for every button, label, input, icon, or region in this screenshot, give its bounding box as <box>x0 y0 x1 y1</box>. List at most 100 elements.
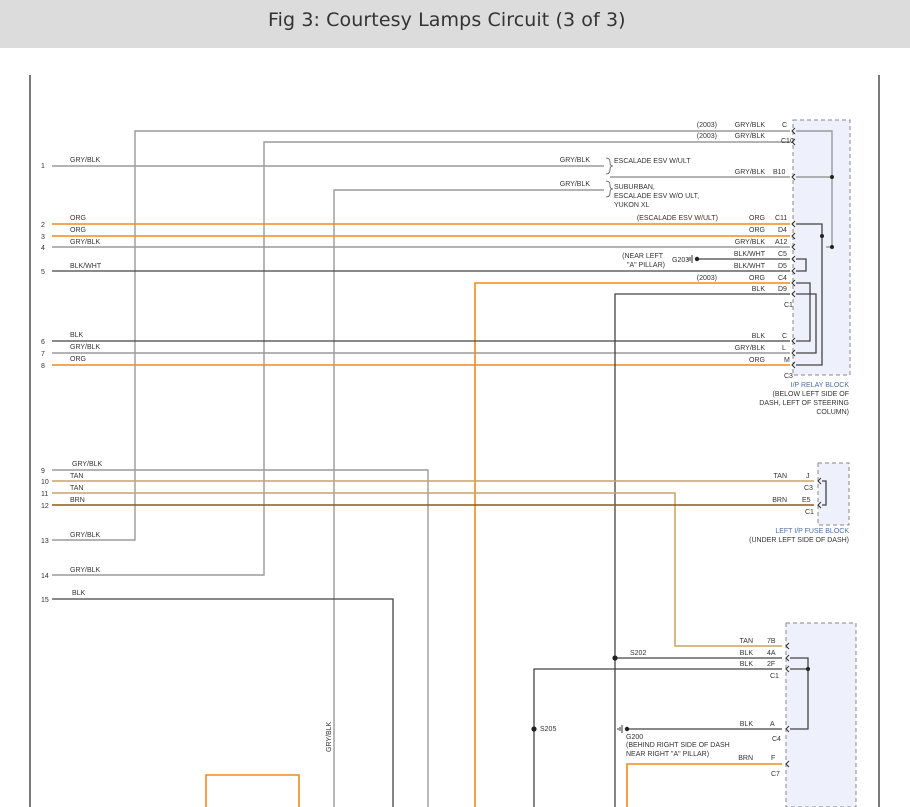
option-label: (2003) <box>697 275 717 282</box>
cavity-label: C <box>782 333 787 340</box>
wire-label: BLK/WHT <box>70 263 102 270</box>
bottom-internal-1 <box>790 657 809 730</box>
orange-bottom-left <box>205 774 300 807</box>
cavity-label: C3 <box>804 485 813 492</box>
pin-number: 2 <box>41 222 45 229</box>
cavity-label: C5 <box>778 251 787 258</box>
wire-label: BLK <box>752 286 766 293</box>
wire-label: TAN <box>740 638 753 645</box>
wire-label: ORG <box>70 227 86 234</box>
figure-title: Fig 3: Courtesy Lamps Circuit (3 of 3) <box>268 9 626 31</box>
cavity-label: C3 <box>784 373 793 380</box>
wire-label: GRY/BLK <box>735 122 766 129</box>
orange-wires <box>52 223 790 807</box>
cavity-label: D9 <box>778 286 787 293</box>
wire-9 <box>52 469 429 807</box>
cavity-label: C4 <box>778 275 787 282</box>
pin-number: 14 <box>41 573 49 580</box>
wire-label: GRY/BLK <box>560 181 591 188</box>
fuse-block-connector <box>817 462 850 526</box>
pin-number: 12 <box>41 503 49 510</box>
wire-label: GRY/BLK <box>326 721 333 752</box>
relay-internal-1 <box>796 223 823 366</box>
gry-internal-1 <box>796 130 833 248</box>
tan-wires <box>52 480 814 647</box>
pin-number: 3 <box>41 234 45 241</box>
wire-label: GRY/BLK <box>70 532 101 539</box>
dark-wires <box>52 223 827 807</box>
wire-label: BRN <box>70 497 85 504</box>
note-behind-dash: (BEHIND RIGHT SIDE OF DASH <box>626 742 730 749</box>
cavity-label: L <box>782 345 786 352</box>
wire-14 <box>52 141 790 576</box>
note-near-right-pillar: NEAR RIGHT "A" PILLAR) <box>626 751 709 758</box>
note-suburban: SUBURBAN, <box>614 184 655 191</box>
g200-dot <box>624 726 630 732</box>
wire-label: BLK <box>72 590 86 597</box>
cavity-labels: C C10 B10 C11 D4 A12 C5 D5 C4 D9 C1 C L … <box>767 122 814 778</box>
wire-s205 <box>533 668 782 807</box>
cavity-label: 4A <box>767 650 776 657</box>
wire-label: TAN <box>774 473 787 480</box>
wire-label: BLK/WHT <box>734 263 766 270</box>
gray-wires <box>52 130 833 807</box>
cavity-label: F <box>771 755 775 762</box>
cavity-label: 7B <box>767 638 776 645</box>
junction-dots <box>531 175 834 732</box>
pin-chevrons <box>785 127 822 768</box>
pin-number: 13 <box>41 538 49 545</box>
wire-15 <box>52 598 394 807</box>
pin-number: 9 <box>41 468 45 475</box>
wire-label: BLK <box>740 661 754 668</box>
ground-symbols <box>617 255 693 733</box>
cavity-label: A <box>770 721 775 728</box>
relay-block-title: I/P RELAY BLOCK <box>791 382 850 389</box>
pin-number: 8 <box>41 363 45 370</box>
fuse-block-title: LEFT I/P FUSE BLOCK <box>775 528 849 535</box>
note-near-left: (NEAR LEFT <box>622 253 664 260</box>
cavity-label: E5 <box>802 497 811 504</box>
cavity-label: C1 <box>770 673 779 680</box>
note-escalade-ult: ESCALADE ESV W/ULT <box>614 158 691 165</box>
option-label: (2003) <box>697 133 717 140</box>
wire-13 <box>52 130 790 541</box>
pin-number: 15 <box>41 597 49 604</box>
wire-label: GRY/BLK <box>735 345 766 352</box>
wire-label: GRY/BLK <box>70 567 101 574</box>
mid-labels: GRY/BLK GRY/BLK (2003) (2003) (ESCALADE … <box>326 122 718 752</box>
splice-label: S202 <box>630 650 646 657</box>
pin-number: 6 <box>41 339 45 346</box>
cavity-label: C1 <box>805 509 814 516</box>
cavity-label: C11 <box>775 215 787 222</box>
wire-label: GRY/BLK <box>72 461 103 468</box>
fuse-internal <box>822 480 827 506</box>
wire-label: GRY/BLK <box>70 239 101 246</box>
wire-label: BLK/WHT <box>734 251 766 258</box>
relay-block-location-2: DASH, LEFT OF STEERING <box>759 400 849 407</box>
figure-header: Fig 3: Courtesy Lamps Circuit (3 of 3) <box>0 0 910 48</box>
wire-label: BRN <box>772 497 787 504</box>
relay-internal-3 <box>796 282 811 342</box>
wire-11 <box>52 492 782 647</box>
orange-bottom-right <box>626 763 782 807</box>
bottom-connector <box>785 622 857 807</box>
component-labels: I/P RELAY BLOCK (BELOW LEFT SIDE OF DASH… <box>749 382 849 544</box>
option-label: (ESCALADE ESV W/ULT) <box>637 215 718 222</box>
pin-number: 4 <box>41 245 45 252</box>
left-wire-labels: GRY/BLK ORG ORG GRY/BLK BLK/WHT BLK GRY/… <box>70 157 103 597</box>
right-wire-labels: GRY/BLK GRY/BLK GRY/BLK ORG ORG GRY/BLK … <box>734 122 787 762</box>
cavity-label: D5 <box>778 263 787 270</box>
relay-block-location-1: (BELOW LEFT SIDE OF <box>773 391 850 398</box>
fuse-block-location: (UNDER LEFT SIDE OF DASH) <box>749 537 849 544</box>
relay-internal-2 <box>796 258 807 272</box>
splice-label: S205 <box>540 726 556 733</box>
pin-number: 5 <box>41 269 45 276</box>
wire-orange-vertical <box>474 282 790 807</box>
wire-label: BRN <box>738 755 753 762</box>
cavity-label: C <box>782 122 787 129</box>
cavity-label: J <box>806 473 810 480</box>
cavity-label: C1 <box>784 302 793 309</box>
wire-label: ORG <box>749 357 765 364</box>
relay-block-location-3: COLUMN) <box>816 409 849 416</box>
s205-dot <box>531 726 537 732</box>
